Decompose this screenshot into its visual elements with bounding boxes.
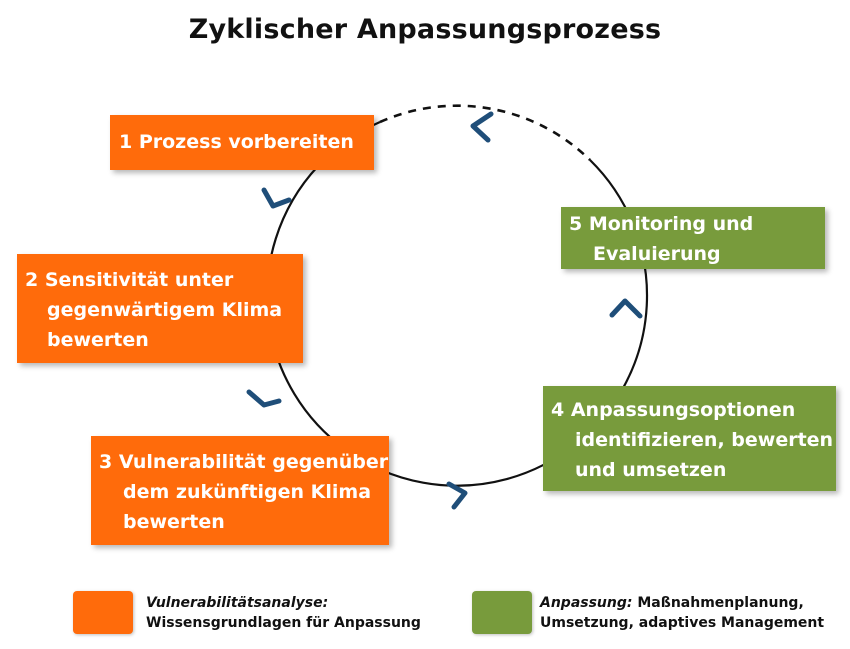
step-2-label-line-1: 2 Sensitivität unter (25, 269, 234, 291)
step-2-label-line-3: bewerten (47, 329, 149, 351)
step-3-label-line-3: bewerten (123, 511, 225, 533)
step-2-box: 2 Sensitivität unter gegenwärtigem Klima… (17, 254, 303, 363)
cycle-path-dashed (379, 104, 591, 161)
step-5-box: 5 Monitoring und Evaluierung (561, 207, 825, 269)
legend-adaptation-term: Anpassung: (540, 595, 633, 611)
arrow-chevron-icon (609, 298, 643, 319)
step-4-label-line-3: und umsetzen (575, 459, 727, 481)
step-3-box: 3 Vulnerabilität gegenüber dem zukünftig… (91, 436, 389, 545)
step-4-label-line-1: 4 Anpassungsoptionen (551, 399, 796, 421)
arrow-chevron-icon (261, 187, 292, 209)
step-3-label-line-2: dem zukünftigen Klima (123, 481, 372, 503)
legend-vulnerability-description: Wissensgrundlagen für Anpassung (146, 615, 421, 631)
legend-vulnerability-term: Vulnerabilitätsanalyse: (146, 595, 329, 611)
step-5-label-line-2: Evaluierung (593, 243, 721, 265)
step-3-label-line-1: 3 Vulnerabilität gegenüber (99, 451, 389, 473)
cycle-path-solid (265, 120, 649, 487)
legend-label-vulnerability: Vulnerabilitätsanalyse: Wissensgrundlage… (146, 593, 421, 633)
step-1-label: 1 Prozess vorbereiten (119, 131, 354, 153)
diagram-title: Zyklischer Anpassungsprozess (188, 14, 662, 45)
step-5-label-line-1: 5 Monitoring und (569, 213, 754, 235)
legend-adaptation-description: Umsetzung, adaptives Management (540, 615, 825, 631)
arrow-chevron-icon (446, 481, 468, 510)
legend-swatch-adaptation (472, 591, 532, 634)
step-4-label-line-2: identifizieren, bewerten (575, 429, 834, 451)
step-1-box: 1 Prozess vorbereiten (110, 115, 374, 170)
step-4-box: 4 Anpassungsoptionen identifizieren, bew… (543, 386, 836, 491)
arrow-chevron-icon (246, 389, 282, 408)
arrow-chevron-icon (470, 111, 494, 143)
legend-adaptation-rest: Maßnahmenplanung, (632, 595, 804, 611)
legend-label-adaptation: Anpassung: Maßnahmenplanung, Umsetzung, … (540, 593, 824, 633)
legend-swatch-vulnerability (73, 591, 133, 634)
step-2-label-line-2: gegenwärtigem Klima (47, 299, 283, 321)
